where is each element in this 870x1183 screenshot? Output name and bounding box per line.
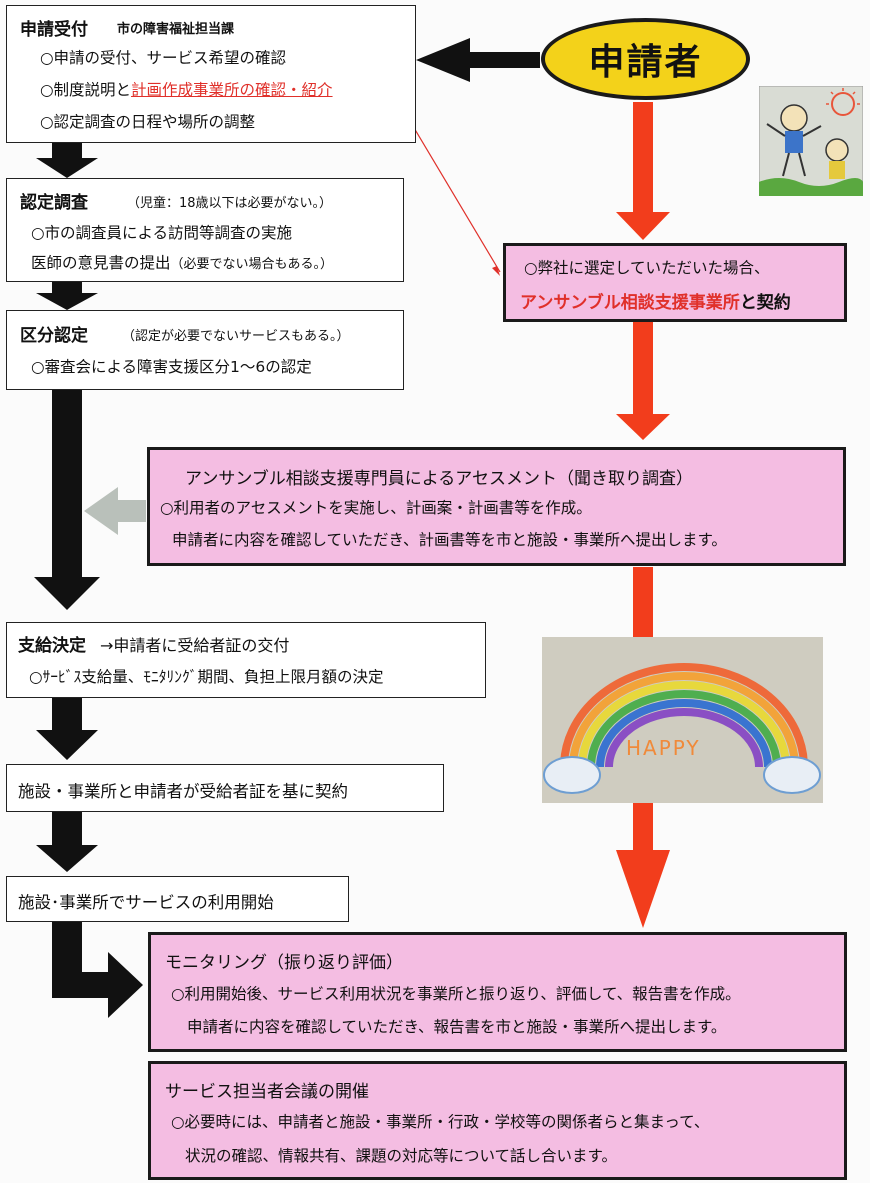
classification-line-1: ○審査会による障害支援区分1～6の認定 bbox=[31, 358, 312, 376]
decision-box: 支給決定 →申請者に受給者証の交付 ○ｻｰﾋﾞｽ支給量、ﾓﾆﾀﾘﾝｸﾞ期間、負担上… bbox=[6, 622, 486, 698]
service-start-title: 施設･事業所でサービスの利用開始 bbox=[18, 893, 274, 912]
service-start-box: 施設･事業所でサービスの利用開始 bbox=[6, 876, 349, 922]
meeting-line-1: ○必要時には、申請者と施設・事業所・行政・学校等の関係者らと集まって、 bbox=[171, 1113, 710, 1131]
children-drawing-image bbox=[758, 85, 864, 197]
arrow-down-1 bbox=[36, 143, 98, 178]
survey-line-2: 医師の意見書の提出（必要でない場合もある。） bbox=[31, 251, 333, 273]
classification-box: 区分認定 （認定が必要でないサービスもある。） ○審査会による障害支援区分1～6… bbox=[6, 310, 404, 390]
classification-note: （認定が必要でないサービスもある。） bbox=[122, 329, 350, 344]
reception-subtitle: 市の障害福祉担当課 bbox=[117, 22, 235, 37]
decision-title: 支給決定 bbox=[18, 636, 86, 656]
monitoring-title: モニタリング（振り返り評価） bbox=[165, 953, 403, 973]
assessment-line-1: ○利用者のアセスメントを実施し、計画案・計画書等を作成。 bbox=[160, 499, 592, 517]
survey-title: 認定調査 bbox=[20, 193, 88, 213]
survey-line-2-main: 医師の意見書の提出 bbox=[31, 254, 171, 272]
monitoring-line-1: ○利用開始後、サービス利用状況を事業所と振り返り、評価して、報告書を作成。 bbox=[171, 985, 741, 1003]
arrow-to-monitoring bbox=[52, 922, 143, 1018]
survey-line-2-note: （必要でない場合もある。） bbox=[170, 257, 334, 272]
arrow-gray-left bbox=[84, 487, 146, 535]
contract-facility-title: 施設・事業所と申請者が受給者証を基に契約 bbox=[18, 782, 348, 801]
survey-note: （児童：18歳以下は必要がない。） bbox=[127, 196, 333, 211]
arrow-red-2 bbox=[616, 322, 670, 440]
arrow-down-4 bbox=[36, 698, 98, 760]
applicant-label: 申請者 bbox=[588, 42, 703, 83]
contract-company: アンサンブル相談支援事業所 bbox=[520, 293, 740, 313]
contract-suffix: と契約 bbox=[739, 293, 791, 313]
reception-title: 申請受付 bbox=[20, 20, 88, 40]
applicant-oval: 申請者 bbox=[541, 18, 750, 100]
rainbow-text: HAPPY bbox=[626, 736, 701, 760]
reception-line-3: ○認定調査の日程や場所の調整 bbox=[40, 113, 256, 131]
monitoring-box: モニタリング（振り返り評価） ○利用開始後、サービス利用状況を事業所と振り返り、… bbox=[148, 932, 847, 1052]
contract-line-2: アンサンブル相談支援事業所と契約 bbox=[520, 288, 791, 313]
arrow-down-2 bbox=[36, 281, 98, 310]
rainbow-drawing-image: HAPPY bbox=[542, 637, 823, 803]
arrow-to-reception bbox=[416, 38, 540, 82]
meeting-title: サービス担当者会議の開催 bbox=[165, 1082, 369, 1102]
arrow-down-5 bbox=[36, 812, 98, 872]
reception-box: 申請受付 市の障害福祉担当課 ○申請の受付、サービス希望の確認 ○制度説明と計画… bbox=[6, 5, 416, 143]
reception-line-2: ○制度説明と計画作成事業所の確認・紹介 bbox=[40, 78, 333, 100]
assessment-box: アンサンブル相談支援専門員によるアセスメント（聞き取り調査） ○利用者のアセスメ… bbox=[147, 447, 846, 566]
monitoring-line-2: 申請者に内容を確認していただき、報告書を市と施設・事業所へ提出します。 bbox=[187, 1018, 727, 1036]
assessment-title: アンサンブル相談支援専門員によるアセスメント（聞き取り調査） bbox=[185, 469, 693, 489]
contract-facility-box: 施設・事業所と申請者が受給者証を基に契約 bbox=[6, 764, 444, 812]
survey-box: 認定調査 （児童：18歳以下は必要がない。） ○市の調査員による訪問等調査の実施… bbox=[6, 178, 404, 282]
arrow-down-3 bbox=[34, 390, 100, 610]
meeting-line-2: 状況の確認、情報共有、課題の対応等について話し合います。 bbox=[185, 1147, 617, 1165]
survey-line-1: ○市の調査員による訪問等調査の実施 bbox=[31, 224, 293, 242]
meeting-box: サービス担当者会議の開催 ○必要時には、申請者と施設・事業所・行政・学校等の関係… bbox=[148, 1061, 847, 1180]
arrow-red-1 bbox=[616, 102, 670, 240]
assessment-line-2: 申請者に内容を確認していただき、計画書等を市と施設・事業所へ提出します。 bbox=[172, 531, 727, 549]
decision-line-1: ○ｻｰﾋﾞｽ支給量、ﾓﾆﾀﾘﾝｸﾞ期間、負担上限月額の決定 bbox=[29, 668, 384, 686]
classification-title: 区分認定 bbox=[20, 326, 88, 346]
decision-title-row: 支給決定 →申請者に受給者証の交付 bbox=[18, 631, 289, 656]
connector-head bbox=[492, 266, 500, 276]
reception-line-2-a: ○制度説明と bbox=[40, 81, 132, 99]
contract-box: ○弊社に選定していただいた場合、 アンサンブル相談支援事業所と契約 bbox=[503, 243, 847, 322]
contract-line-1: ○弊社に選定していただいた場合、 bbox=[524, 259, 770, 277]
reception-line-1: ○申請の受付、サービス希望の確認 bbox=[40, 49, 287, 67]
decision-title-b: →申請者に受給者証の交付 bbox=[100, 636, 290, 655]
reception-line-2-b: 計画作成事業所の確認・紹介 bbox=[131, 81, 333, 99]
